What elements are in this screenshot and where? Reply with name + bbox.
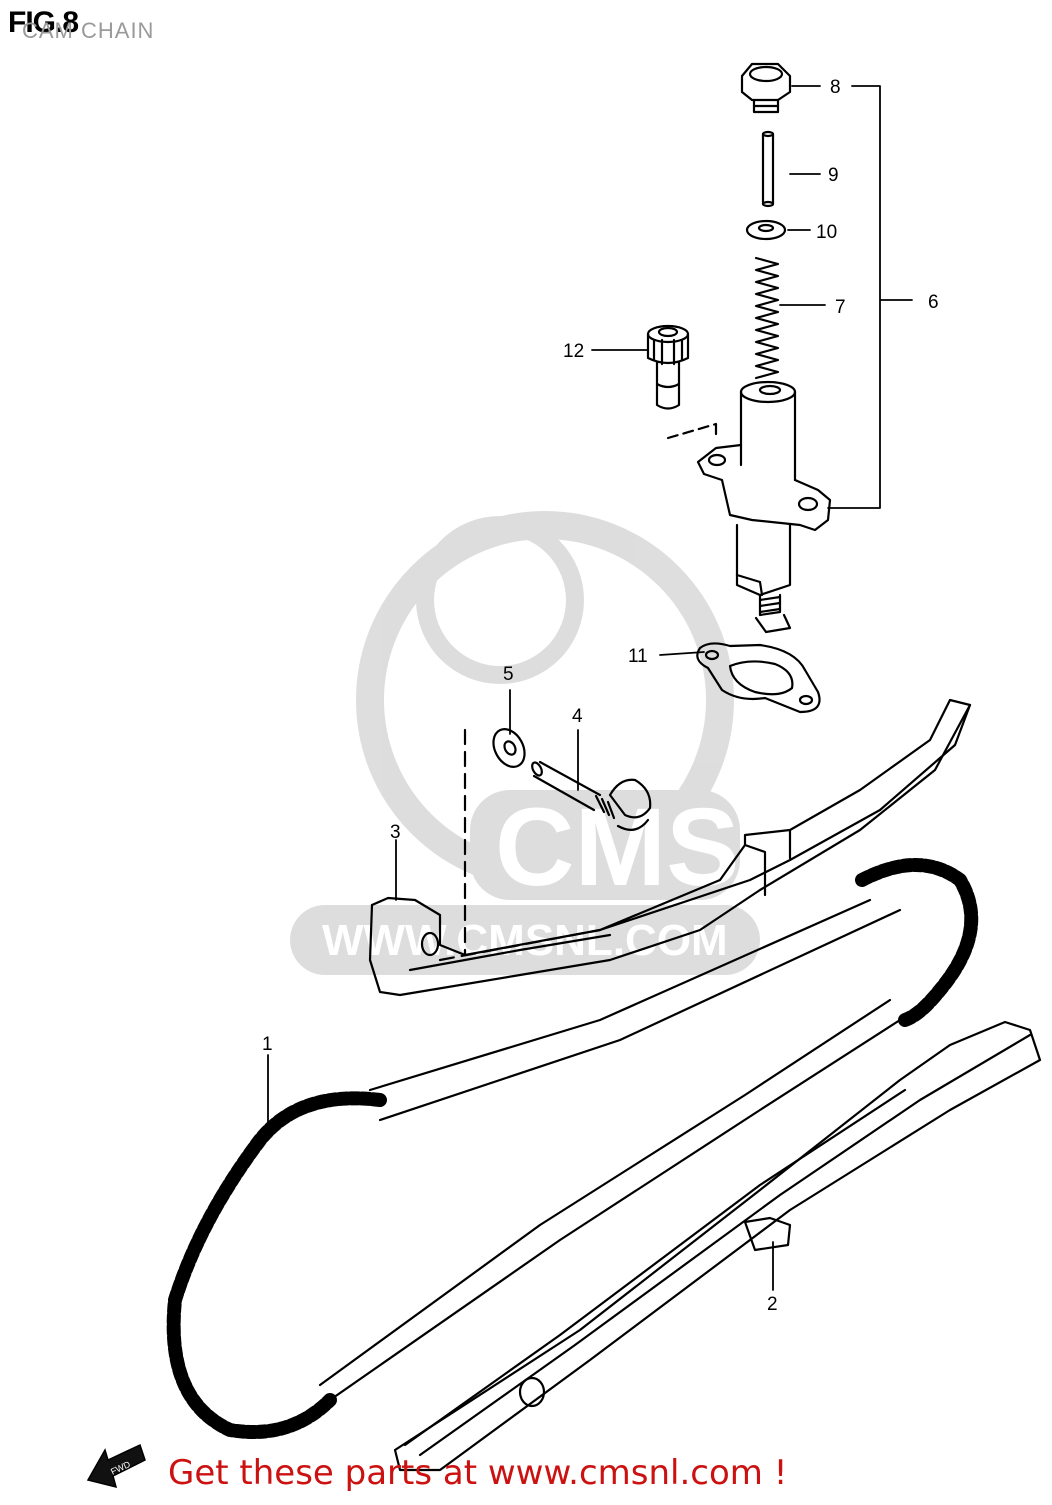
figure-title: CAM CHAIN	[22, 18, 155, 43]
callout-4: 4	[572, 706, 583, 727]
gasket-icon	[696, 642, 821, 714]
tensioner-arm-icon	[368, 698, 972, 997]
watermark-url: WWW.CMSNL.COM	[322, 916, 728, 965]
callout-6: 6	[928, 292, 939, 313]
watermark: CMS WWW.CMSNL.COM	[290, 511, 760, 975]
callout-7: 7	[835, 297, 846, 318]
callout-1: 1	[262, 1034, 273, 1055]
callout-9: 9	[828, 165, 839, 186]
washer-icon-10	[745, 219, 787, 241]
figure-number: FIG.8	[8, 6, 79, 39]
callout-11: 11	[628, 646, 648, 667]
pivot-bolt-icon	[531, 760, 652, 831]
cap-bolt-icon	[740, 62, 792, 114]
callout-8: 8	[830, 77, 841, 98]
callout-10: 10	[816, 222, 837, 243]
guide-rail-icon	[393, 1020, 1042, 1472]
callout-3: 3	[390, 822, 401, 843]
rod-icon	[761, 130, 775, 208]
callout-labels: 1 2 3 4 5 6 7 8 9 10 11 12	[262, 77, 939, 1315]
footer-link[interactable]: Get these parts at www.cmsnl.com !	[168, 1453, 788, 1493]
washer-icon-5	[492, 728, 526, 768]
bolt-icon	[646, 324, 690, 410]
chain-icon	[166, 858, 979, 1439]
callout-2: 2	[767, 1294, 778, 1315]
callout-12: 12	[563, 341, 584, 362]
callout-5: 5	[503, 664, 514, 685]
fwd-arrow-icon: FWD	[86, 1443, 146, 1489]
spring-icon	[754, 256, 780, 380]
tensioner-assembly-icon	[666, 380, 832, 634]
leader-lines	[267, 85, 913, 1291]
